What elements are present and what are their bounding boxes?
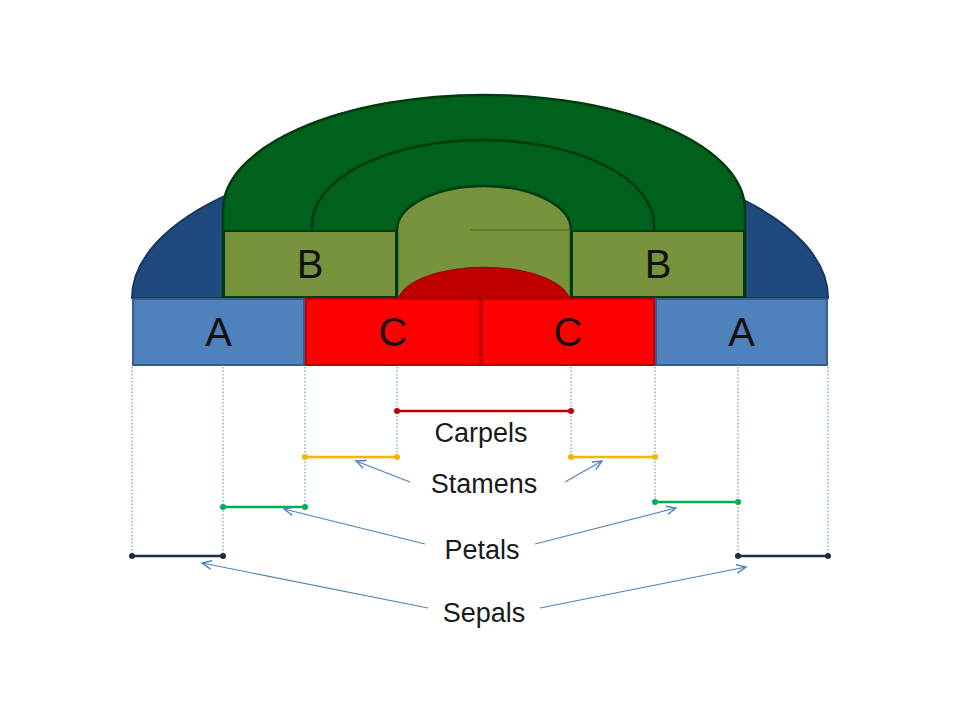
c-region-box: C — [305, 298, 481, 366]
region-letter: A — [205, 312, 232, 352]
guide-lines — [132, 367, 828, 556]
fold-line — [470, 230, 571, 231]
petal-range — [220, 499, 741, 510]
region-letter: C — [379, 312, 408, 352]
organ-label: Carpels — [431, 419, 530, 449]
organ-label: Stamens — [428, 470, 541, 500]
organ-label: Petals — [441, 536, 522, 566]
leader-arrows — [202, 461, 746, 608]
c-region-box: C — [481, 298, 655, 366]
a-region-box: A — [655, 298, 828, 366]
region-letter: B — [645, 244, 672, 284]
region-letter: B — [297, 244, 324, 284]
region-letter: C — [554, 312, 583, 352]
b-domain-arch — [223, 95, 745, 298]
region-letter: A — [728, 312, 755, 352]
c-domain-dome — [399, 267, 569, 298]
carpel-range — [394, 408, 574, 414]
b-region-box: B — [223, 230, 397, 298]
central-arch — [397, 186, 571, 298]
organ-label: Sepals — [440, 599, 529, 629]
b-region-box: B — [571, 230, 745, 298]
a-region-box: A — [132, 298, 305, 366]
stamen-range — [302, 454, 658, 460]
